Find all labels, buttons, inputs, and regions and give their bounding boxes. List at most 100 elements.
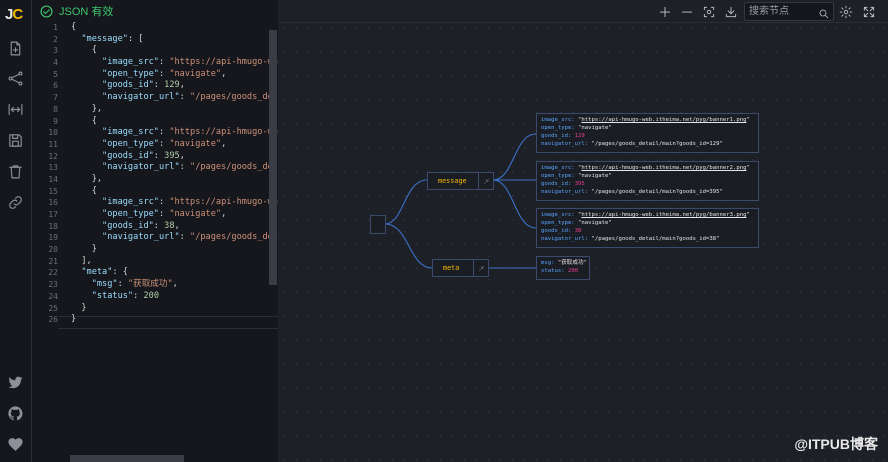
code-line[interactable]: }, xyxy=(71,104,276,116)
url-link[interactable]: https://api-hmugo-web.itheima.net/pyg/ba… xyxy=(581,165,747,171)
code-line[interactable]: { xyxy=(71,116,276,128)
code-line[interactable]: "goods_id": 129, xyxy=(71,80,276,92)
code-line[interactable]: } xyxy=(71,303,276,315)
save-icon[interactable] xyxy=(7,132,24,149)
github-icon[interactable] xyxy=(7,405,24,422)
download-icon[interactable] xyxy=(724,4,738,18)
new-file-icon[interactable] xyxy=(7,40,24,57)
code-line[interactable]: }, xyxy=(71,174,276,186)
message-item-node-1[interactable]: image_src: "https://api-hmugo-web.itheim… xyxy=(536,113,759,153)
message-item-node-3[interactable]: image_src: "https://api-hmugo-web.itheim… xyxy=(536,208,759,248)
expand-icon[interactable] xyxy=(7,101,24,118)
status-text: JSON 有效 xyxy=(59,6,114,18)
code-line[interactable]: { xyxy=(71,45,276,57)
code-token: "navigate" xyxy=(169,68,222,79)
zoom-in-icon[interactable] xyxy=(658,4,672,18)
row-token: goods_id: xyxy=(541,227,575,234)
line-number: 5 xyxy=(53,69,58,79)
code-line[interactable]: "open_type": "navigate", xyxy=(71,69,276,81)
code-token xyxy=(71,197,102,207)
delete-icon[interactable] xyxy=(7,163,24,180)
url-link[interactable]: https://api-hmugo-web.itheima.net/pyg/ba… xyxy=(581,212,747,218)
message-node[interactable]: message xyxy=(427,172,494,190)
node-row: open_type: "navigate" xyxy=(541,125,612,133)
code-token: "open_type" xyxy=(102,209,159,219)
code-line[interactable]: "status": 200 xyxy=(71,291,276,303)
code-area[interactable]: { "message": [ { "image_src": "https://a… xyxy=(71,22,278,326)
graph-icon[interactable] xyxy=(7,70,24,87)
message-node-label: message xyxy=(438,177,467,185)
code-line[interactable]: "navigator_url": "/pages/goods_detail/ xyxy=(71,162,278,174)
line-number: 13 xyxy=(48,163,58,173)
line-number: 17 xyxy=(48,210,58,219)
meta-node[interactable]: meta xyxy=(432,259,489,277)
settings-icon[interactable] xyxy=(839,4,853,19)
json-graph: message meta image_src: "https://api-hmu… xyxy=(279,22,888,462)
code-line[interactable]: } xyxy=(71,314,276,326)
code-line[interactable]: "goods_id": 38, xyxy=(71,221,276,233)
code-token: "navigator_url" xyxy=(102,162,180,173)
code-token: "open_type" xyxy=(102,138,159,149)
code-line[interactable]: "image_src": "https://api-hmugo-web.it xyxy=(71,127,278,139)
code-token: "navigator_url" xyxy=(102,232,180,243)
code-token: , xyxy=(221,209,227,219)
vertical-scrollbar[interactable] xyxy=(269,30,277,285)
line-number: 23 xyxy=(48,280,58,290)
message-item-node-2[interactable]: image_src: "https://api-hmugo-web.itheim… xyxy=(536,161,759,201)
code-line[interactable]: "image_src": "https://api-hmugo-web.it xyxy=(71,57,278,69)
node-row: open_type: "navigate" xyxy=(541,220,612,228)
watermark: @ITPUB博客 xyxy=(794,436,878,452)
node-row: navigator_url: "/pages/goods_detail/main… xyxy=(541,141,723,149)
code-line[interactable]: { xyxy=(71,22,276,34)
code-line[interactable]: "navigator_url": "/pages/goods_detail/ xyxy=(71,92,278,104)
url-link[interactable]: https://api-hmugo-web.itheima.net/pyg/ba… xyxy=(581,117,747,123)
code-line[interactable]: ], xyxy=(71,256,276,268)
code-token: "goods_id" xyxy=(102,150,154,161)
search-input[interactable] xyxy=(749,4,817,18)
code-line[interactable]: "msg": "获取成功", xyxy=(71,279,276,291)
collapse-icon xyxy=(478,265,484,271)
current-line-highlight xyxy=(58,316,278,329)
fullscreen-icon[interactable] xyxy=(862,4,876,18)
search-icon[interactable] xyxy=(818,5,830,19)
line-number: 21 xyxy=(48,256,58,266)
meta-values-node[interactable]: msg: "获取成功"status: 200 xyxy=(536,256,590,280)
edge-root-message xyxy=(384,179,428,225)
code-line[interactable]: "open_type": "navigate", xyxy=(71,139,276,151)
heart-icon[interactable] xyxy=(7,436,24,453)
edge-message-item3 xyxy=(492,179,537,229)
meta-collapse-button[interactable] xyxy=(473,260,488,276)
search-box xyxy=(744,2,834,21)
code-token: , xyxy=(179,80,185,91)
row-token: "获取成功" xyxy=(557,260,587,266)
zoom-out-icon[interactable] xyxy=(680,4,694,18)
code-token: "获取成功" xyxy=(127,279,173,290)
code-token xyxy=(71,279,92,289)
root-node[interactable] xyxy=(370,215,386,234)
link-icon[interactable] xyxy=(7,194,24,211)
code-token: "/pages/goods_detail/ xyxy=(190,232,278,243)
code-line[interactable]: "image_src": "https://api-hmugo-web.it xyxy=(71,197,278,209)
code-token: 38 xyxy=(164,220,175,231)
code-token: { xyxy=(71,45,97,56)
twitter-icon[interactable] xyxy=(7,374,24,391)
row-token: " xyxy=(746,117,750,123)
app-logo[interactable]: JC xyxy=(5,6,23,23)
code-line[interactable]: "open_type": "navigate", xyxy=(71,209,276,221)
code-token: : xyxy=(179,92,191,103)
message-collapse-button[interactable] xyxy=(478,173,493,189)
code-token: : xyxy=(153,220,165,231)
code-line[interactable]: "message": [ xyxy=(71,34,276,46)
code-line[interactable]: { xyxy=(71,186,276,198)
code-line[interactable]: "navigator_url": "/pages/goods_detail/ xyxy=(71,232,278,244)
meta-node-label: meta xyxy=(443,264,460,272)
code-line[interactable]: } xyxy=(71,244,276,256)
node-row: msg: "获取成功" xyxy=(541,260,587,268)
fit-view-icon[interactable] xyxy=(702,4,716,18)
horizontal-scrollbar[interactable] xyxy=(70,455,184,462)
code-line[interactable]: "meta": { xyxy=(71,267,276,279)
code-token: "goods_id" xyxy=(102,220,154,231)
code-token: : xyxy=(158,68,170,79)
code-line[interactable]: "goods_id": 395, xyxy=(71,151,276,163)
